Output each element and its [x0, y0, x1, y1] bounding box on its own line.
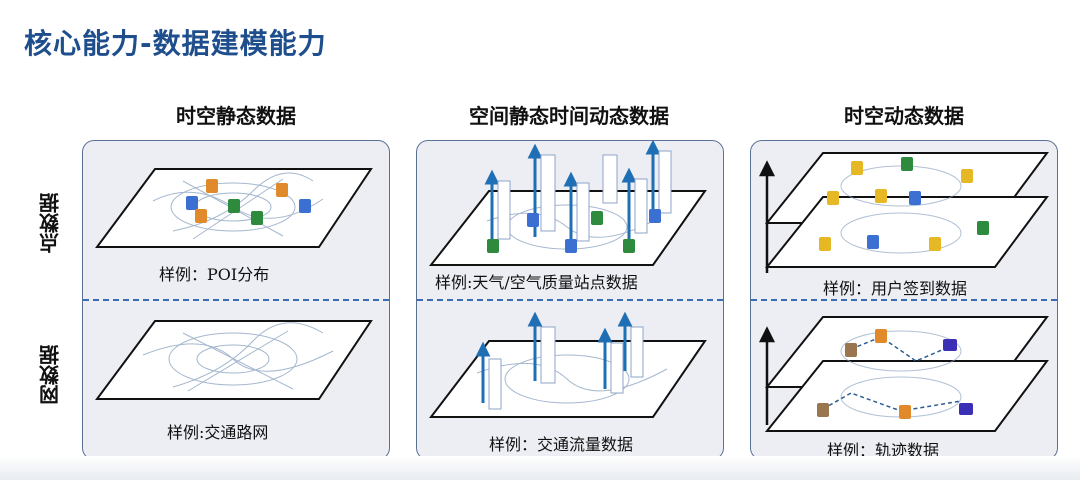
panel-divider	[751, 299, 1057, 301]
station-map-illustration	[428, 141, 707, 418]
map-pin-icon	[186, 179, 311, 225]
panel-divider	[417, 299, 723, 301]
row-label-point-data: 点数据	[38, 193, 63, 253]
caption-traffic-flow: 样例：交通流量数据	[489, 435, 634, 454]
caption-weather-air-quality: 样例:天气/空气质量站点数据	[435, 273, 638, 292]
caption-trajectory: 样例：轨迹数据	[827, 441, 940, 460]
panel-divider	[83, 299, 389, 301]
map-pin-icon	[819, 157, 989, 251]
map-pin-icon	[817, 329, 973, 419]
column-header-spatiotemporal-static: 时空静态数据	[176, 104, 296, 128]
row-label-network-data: 网数据	[38, 345, 63, 405]
checkin-trajectory-illustration	[758, 152, 1049, 432]
caption-road-network: 样例:交通路网	[167, 423, 269, 442]
caption-poi: 样例：POI分布	[159, 265, 270, 284]
map-pin-icon	[487, 209, 661, 253]
poi-map-illustration	[95, 168, 373, 400]
panel-spatiotemporal-dynamic: 样例：用户签到数据 样例：轨迹数据	[750, 140, 1058, 460]
panel-spatiotemporal-static: 样例：POI分布 样例:交通路网	[82, 140, 390, 460]
bottom-fade-decoration	[0, 456, 1080, 480]
page-title: 核心能力-数据建模能力	[24, 27, 327, 60]
caption-user-checkin: 样例：用户签到数据	[823, 279, 968, 298]
column-header-spatiotemporal-dynamic: 时空动态数据	[844, 104, 964, 128]
column-header-spatial-static-temporal-dynamic: 空间静态时间动态数据	[469, 104, 669, 128]
axis-arrow-icon	[758, 160, 776, 425]
panel-spatial-static-temporal-dynamic: 样例:天气/空气质量站点数据 样例：交通流量数据	[416, 140, 724, 460]
